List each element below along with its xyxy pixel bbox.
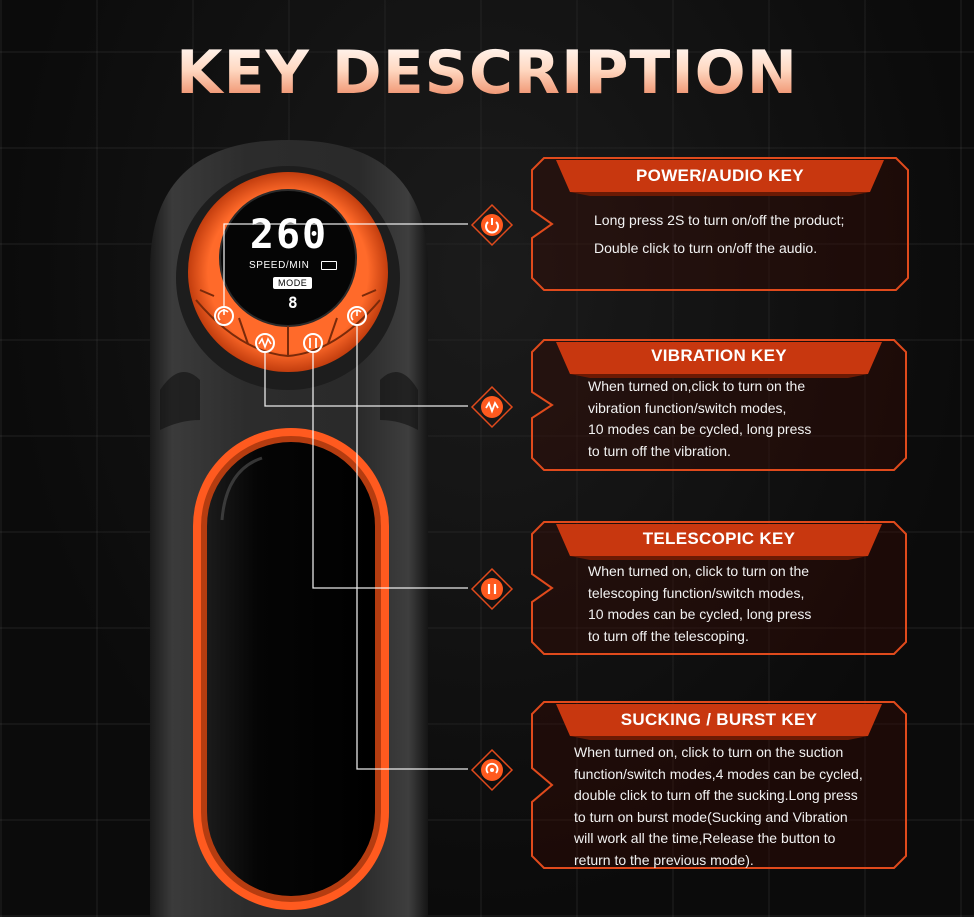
callout-title: VIBRATION KEY [651,346,787,365]
description-line: double click to turn off the sucking.Lon… [574,787,858,803]
connector-vibration [264,352,468,407]
callout-description: When turned on, click to turn on the suc… [574,742,863,871]
description-line: Long press 2S to turn on/off the product… [594,212,845,228]
power-icon [478,211,506,239]
lcd-speed-unit: SPEED/MIN [249,260,310,271]
callout-frame [531,521,907,655]
description-line: return to the previous mode). [574,851,754,868]
connector-power [223,223,468,308]
callout-panel-2: VIBRATION KEY When turned on,click to tur… [530,338,908,472]
description-line: vibration function/switch modes, [588,399,787,416]
callout-panel-1: POWER/AUDIO KEY Long press 2S to turn on/… [530,156,910,292]
battery-icon [321,261,337,270]
description-line: to turn off the vibration. [588,442,731,459]
description-line: to turn off the telescoping. [588,627,749,644]
description-line: telescoping function/switch modes, [588,584,805,601]
callout-title: POWER/AUDIO KEY [636,166,804,185]
callout-frame [531,701,907,869]
description-line: function/switch modes,4 modes can be cyc… [574,765,863,782]
callout-description: Long press 2S to turn on/off the product… [594,206,844,262]
callout-panel-4: SUCKING / BURST KEY When turned on, click… [530,700,908,870]
icon-diamond-frame [470,385,514,429]
vibration-wave-icon [478,393,506,421]
description-line: 10 modes can be cycled, long press [588,421,812,437]
callout-panel-3: TELESCOPIC KEY When turned on, click to t… [530,520,908,656]
callout-frame [531,157,909,291]
description-line: 10 modes can be cycled, long press [588,606,812,622]
icon-diamond-frame [470,203,514,247]
telescopic-icon [478,575,506,603]
description-line: When turned on, click to turn on the suc… [574,744,844,760]
callout-header-band [556,342,882,374]
callout-header-band [556,704,882,736]
icon-diamond-frame [470,567,514,611]
description-line: to turn on burst mode(Sucking and Vibrat… [574,808,848,825]
suction-icon [478,756,506,784]
connector-suction [356,324,468,770]
window-glass [207,442,375,896]
lcd-mode-label: MODE [273,277,313,289]
callout-header-band [556,524,882,556]
description-line: will work all the time,Release the butto… [574,830,836,846]
callout-title: SUCKING / BURST KEY [620,710,818,729]
lcd-mode-value: 8 [288,293,298,312]
page-title: KEY DESCRIPTION [0,38,974,108]
callout-description: When turned on,click to turn on the vibra… [588,376,811,462]
icon-diamond-frame [470,748,514,792]
connector-telescopic [312,352,468,589]
lcd-speed-value: 260 [249,212,329,258]
callout-header-band [556,160,884,192]
description-line: Double click to turn on/off the audio. [594,240,818,256]
description-line: When turned on, click to turn on the [588,563,810,579]
description-line: When turned on,click to turn on the [588,378,806,394]
callout-frame [531,339,907,471]
callout-title: TELESCOPIC KEY [642,529,796,548]
callout-description: When turned on, click to turn on the tele… [588,561,811,647]
